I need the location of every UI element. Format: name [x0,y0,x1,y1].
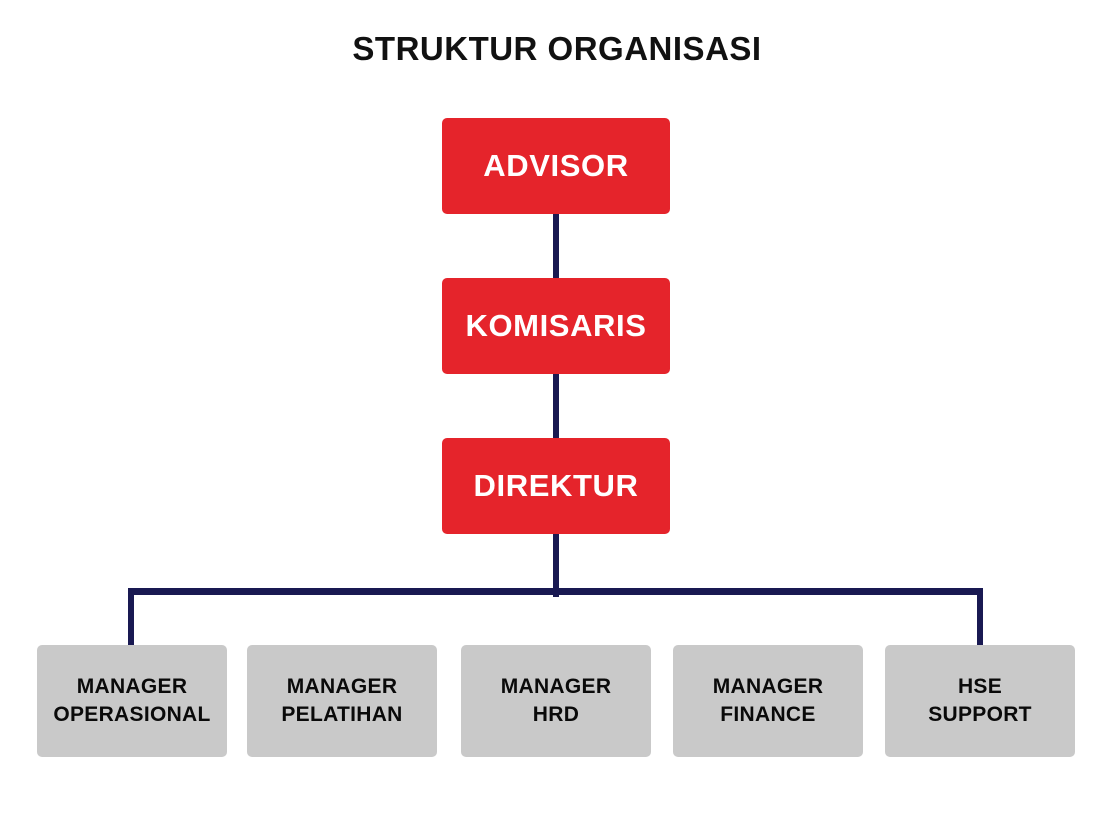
node-manager-finance[interactable]: MANAGER FINANCE [673,645,863,757]
node-advisor[interactable]: ADVISOR [442,118,670,214]
node-manager-operasional-label-line1: MANAGER [76,674,188,698]
node-manager-hrd-label-line1: MANAGER [500,674,612,698]
node-komisaris[interactable]: KOMISARIS [442,278,670,374]
node-direktur[interactable]: DIREKTUR [442,438,670,534]
connector-drop-left [128,588,134,648]
node-hse-support-text: HSE SUPPORT [928,673,1032,730]
node-manager-pelatihan-label-line1: MANAGER [286,674,398,698]
node-direktur-label: DIREKTUR [473,468,639,503]
node-manager-pelatihan[interactable]: MANAGER PELATIHAN [247,645,437,757]
node-manager-hrd-label-line2: HRD [532,703,580,726]
node-manager-finance-text: MANAGER FINANCE [713,673,824,730]
node-manager-operasional-text: MANAGER OPERASIONAL [53,673,210,730]
node-manager-pelatihan-label-line2: PELATIHAN [281,703,403,726]
connector-drop-right [977,588,983,648]
node-manager-pelatihan-text: MANAGER PELATIHAN [281,673,402,730]
connector-vertical-spine [553,205,559,597]
node-hse-support-label-line1: HSE [957,674,1003,698]
node-hse-support[interactable]: HSE SUPPORT [885,645,1075,757]
node-hse-support-label-line2: SUPPORT [928,703,1032,726]
node-manager-finance-label-line2: FINANCE [720,703,816,726]
node-manager-operasional-label-line2: OPERASIONAL [53,703,211,726]
connector-horizontal-bus [128,588,983,595]
node-komisaris-label: KOMISARIS [465,308,647,343]
node-advisor-label: ADVISOR [483,148,629,183]
node-manager-finance-label-line1: MANAGER [712,674,824,698]
page-title: STRUKTUR ORGANISASI [352,30,762,67]
node-manager-hrd[interactable]: MANAGER HRD [461,645,651,757]
node-manager-hrd-text: MANAGER HRD [501,673,612,730]
node-manager-operasional[interactable]: MANAGER OPERASIONAL [37,645,227,757]
